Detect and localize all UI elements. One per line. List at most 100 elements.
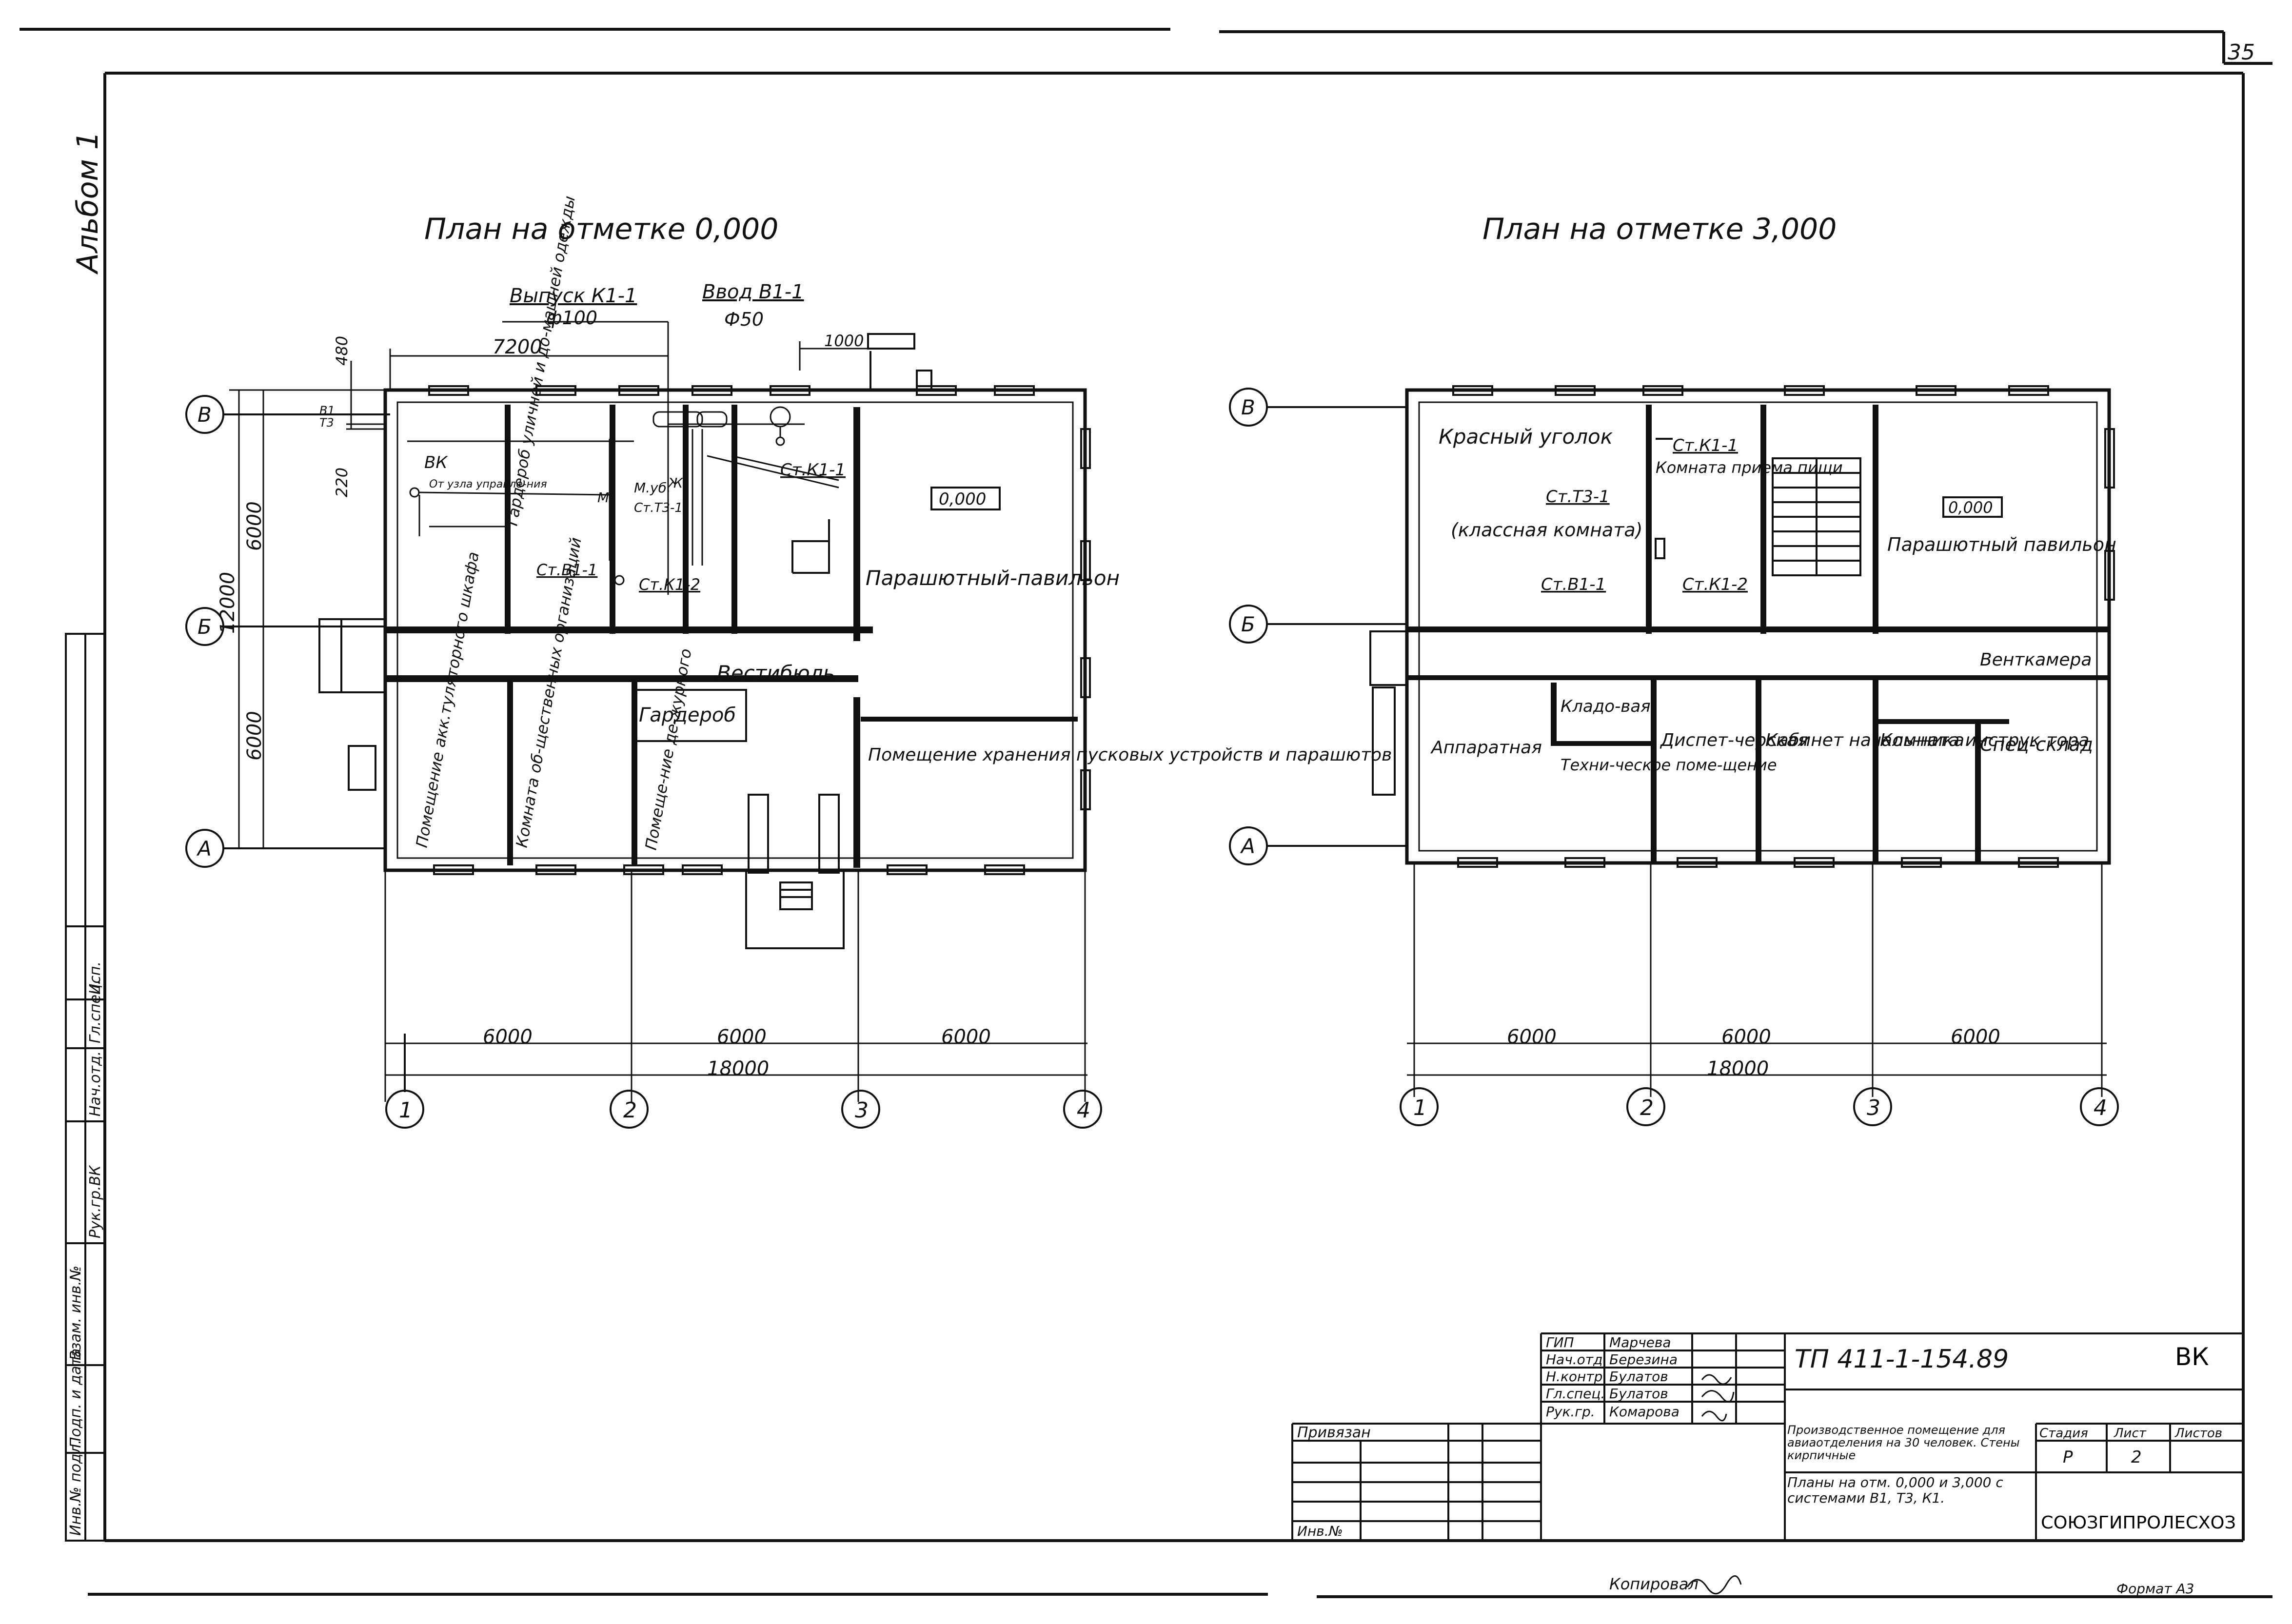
pipe-in-dia: Ф50	[724, 309, 764, 330]
room-instructor: Комната инструк-тора	[1880, 730, 2089, 750]
left-stamp-strip	[65, 633, 106, 1542]
level-box-left	[930, 487, 1001, 510]
axis-row-v-left: В	[198, 403, 212, 427]
tb-role-1: Нач.отд.	[1546, 1351, 1607, 1368]
strip-sign-date: Подп. и дата	[67, 1349, 84, 1448]
footer-format: Формат А3	[2116, 1581, 2194, 1597]
plan-left-axes	[185, 395, 1102, 1129]
room-akk: Помещение акк.туляторного шкафа	[412, 550, 482, 849]
dim-6000-a: 6000	[483, 1026, 533, 1048]
pipe-out-dia: ф100	[546, 307, 597, 329]
tb-name-0: Марчева	[1609, 1334, 1671, 1350]
axis-row-v-right: В	[1241, 395, 1255, 419]
room-st-b1-1: Ст.В1-1	[536, 561, 597, 579]
right-dim-6000-c: 6000	[1951, 1026, 2000, 1048]
strip-inv-no: Инв.№ подл.	[67, 1440, 84, 1536]
plan-left-walls	[385, 405, 1078, 868]
room-vk-sub: От узла управле-ния	[429, 478, 547, 490]
room-komnata-ob: Комната об-щественных организаций	[512, 536, 585, 849]
axis-col-1-right: 1	[1413, 1096, 1427, 1120]
axis-row-a-right: А	[1240, 834, 1255, 858]
plan-right-title: План на отметке 3,000	[1482, 212, 1837, 246]
tb-role-2: Н.контр.	[1546, 1369, 1607, 1385]
tb-stage: Р	[2063, 1448, 2073, 1467]
tb-sheet-title: Планы на отм. 0,000 и 3,000 с системами …	[1787, 1475, 2003, 1506]
tb-name-2: Булатов	[1609, 1369, 1668, 1385]
room-garderob: Гардероб	[639, 704, 736, 726]
footer-copied-signature	[1686, 1575, 1742, 1595]
dim-480: 480	[333, 336, 351, 366]
strip-performer: Исп.	[87, 961, 104, 995]
tb-org: СОЮЗГИПРОЛЕСХОЗ	[2041, 1513, 2236, 1533]
right-dim-6000-b: 6000	[1721, 1026, 1771, 1048]
tb-privyazan: Привязан	[1297, 1424, 1371, 1441]
room-st-k1-2: Ст.К1-2	[639, 575, 700, 594]
room-st-t3-1: Ст.Т3-1	[634, 501, 683, 515]
pipe-in-label: Ввод В1-1	[702, 281, 804, 303]
room-storage: Помещение хранения пусковых устройств и …	[868, 745, 1392, 765]
tb-name-3: Булатов	[1609, 1386, 1668, 1402]
right-dim-18000: 18000	[1707, 1057, 1769, 1080]
tb-description: Производственное помещение для авиаотдел…	[1787, 1424, 2020, 1462]
axis-col-1-left: 1	[399, 1098, 413, 1123]
tb-role-0: ГИП	[1546, 1334, 1574, 1350]
tb-role-3: Гл.спец.	[1546, 1386, 1605, 1402]
tb-name-1: Березина	[1609, 1351, 1678, 1368]
axis-row-a-left: А	[196, 837, 212, 861]
room-right-st-k1-1: Ст.К1-1	[1673, 436, 1738, 455]
mark-t3: Т3	[319, 416, 334, 430]
dim-1000: 1000	[824, 332, 864, 350]
room-mzh: М	[597, 489, 609, 506]
strip-dept-head: Нач.отд.	[87, 1051, 104, 1116]
room-right-parachute: Парашютный павильон	[1887, 534, 2116, 555]
room-right-level: 0,000	[1948, 498, 1993, 517]
tb-code: ТП 411-1-154.89	[1795, 1345, 2009, 1374]
room-food: Комната приема пищи	[1656, 458, 1843, 477]
room-dispatcher: Диспет-черская	[1660, 730, 1808, 750]
axis-col-3-left: 3	[855, 1098, 869, 1123]
dim-6000-b: 6000	[717, 1026, 767, 1048]
plan-left-plumbing	[407, 322, 839, 595]
dim-220: 220	[333, 468, 351, 497]
axis-row-b-left: Б	[198, 615, 212, 639]
dim-6000-v1: 6000	[243, 501, 266, 551]
room-st-k1-1: Ст.К1-1	[780, 460, 846, 480]
room-red-corner: Красный уголок	[1439, 425, 1613, 449]
strip-replace-inv: Взам. инв.№	[67, 1266, 84, 1360]
room-mud: М.уб.	[634, 480, 671, 496]
plan-right-windows	[1452, 385, 2115, 868]
room-vk: ВК	[424, 453, 448, 472]
plan-right-walls	[1407, 405, 2109, 863]
plan-left-windows	[428, 385, 1091, 875]
plan-right-dimlines	[1407, 863, 2107, 1097]
room-kladovaya: Кладо-вая	[1561, 697, 1651, 716]
axis-col-4-right: 4	[2094, 1096, 2107, 1120]
dim-6000-c: 6000	[941, 1026, 991, 1048]
room-vestibule: Вестибюль	[717, 661, 835, 685]
strip-chief-spec: Гл.спец.	[87, 980, 104, 1043]
tb-stage-h: Стадия	[2039, 1426, 2088, 1441]
plan-right-details	[1369, 438, 1861, 796]
room-class: (классная комната)	[1451, 519, 1642, 541]
room-chief: Кабинет началь-ника	[1765, 730, 1964, 750]
dim-12000: 12000	[217, 572, 239, 634]
room-right-st-k1-2: Ст.К1-2	[1682, 575, 1748, 594]
room-tech: Техни-ческое поме-щение	[1561, 756, 1777, 774]
tb-signatures	[1701, 1374, 1735, 1422]
axis-col-4-left: 4	[1077, 1098, 1090, 1123]
tb-name-4: Комарова	[1609, 1404, 1679, 1420]
room-special-store: Спец-склад	[1980, 734, 2093, 755]
level-box-right	[1942, 496, 2003, 518]
dim-18000: 18000	[707, 1057, 769, 1080]
page-number: 35	[2228, 40, 2255, 65]
room-zh: Ж	[667, 475, 684, 491]
plan-left-details	[318, 333, 932, 949]
strip-group-head: Рук.гр.ВК	[87, 1165, 104, 1238]
axis-col-3-right: 3	[1867, 1096, 1880, 1120]
tb-sheets-h: Листов	[2174, 1426, 2222, 1441]
room-level: 0,000	[939, 489, 986, 509]
axis-row-b-right: Б	[1241, 612, 1255, 636]
dim-6000-v2: 6000	[243, 711, 266, 761]
tb-sheet: 2	[2131, 1448, 2142, 1467]
